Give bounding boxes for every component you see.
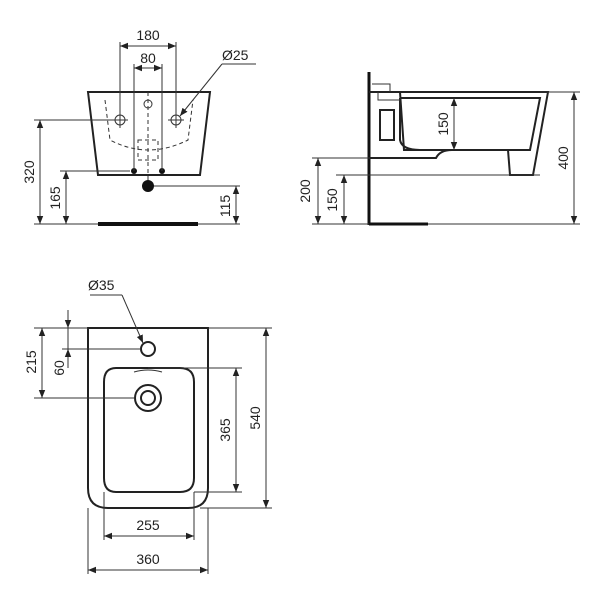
top-body-outline	[87, 327, 209, 509]
dim-80: 80	[140, 50, 156, 66]
dim-115: 115	[217, 195, 233, 218]
side-view: 150 400 200 150	[297, 72, 580, 226]
waste-outlet-outer	[134, 384, 162, 412]
dim-360: 360	[136, 551, 160, 567]
dim-d35: Ø35	[88, 277, 115, 293]
dim-365: 365	[217, 418, 233, 442]
dim-180: 180	[136, 27, 160, 43]
dim-165: 165	[47, 186, 63, 210]
dim-200: 200	[297, 179, 313, 203]
waste-outlet-inner	[140, 390, 156, 406]
dim-150-left: 150	[324, 188, 340, 212]
top-view: Ø35 215 60 365 540 255 360	[23, 277, 272, 574]
dim-60: 60	[51, 360, 67, 376]
dim-320: 320	[21, 160, 37, 184]
side-body-outline	[369, 91, 550, 176]
dim-d25: Ø25	[222, 47, 249, 63]
dim-215: 215	[23, 350, 39, 374]
tap-hole	[140, 341, 156, 357]
dim-255: 255	[136, 517, 160, 533]
dim-400: 400	[555, 146, 571, 170]
front-body-outline	[86, 91, 212, 176]
top-bowl-outline	[103, 367, 195, 493]
front-view: 180 80 Ø25 320 165 115	[21, 27, 256, 226]
dim-540: 540	[247, 406, 263, 430]
dim-150-inner: 150	[435, 112, 451, 136]
supply-pipe-dot	[142, 180, 154, 192]
